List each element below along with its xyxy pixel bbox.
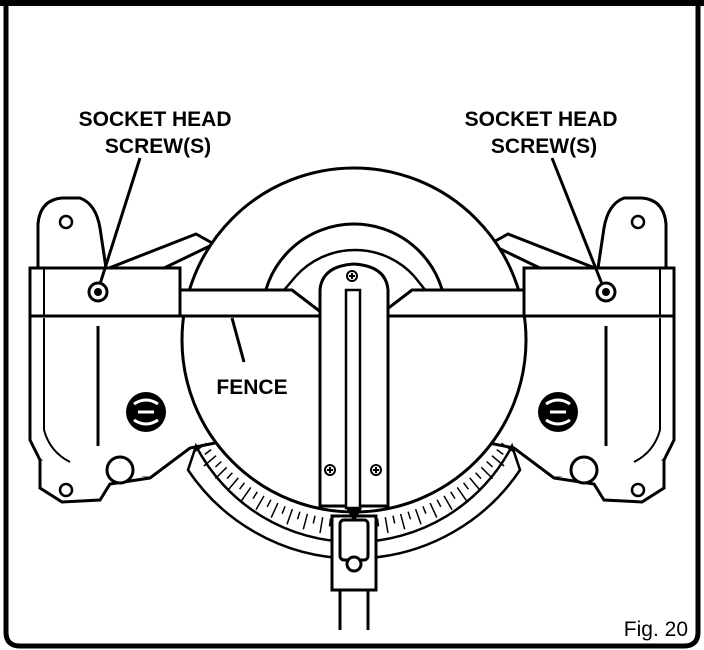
left-lock-knob [126,392,166,432]
scale-tick [203,455,217,467]
scale-tick [214,461,222,468]
fence-label: FENCE [216,376,287,399]
figure-caption: Fig. 20 [624,618,688,641]
scale-tick [286,508,294,525]
throat-plate-screws [324,270,382,476]
scale-tick [296,511,301,520]
scale-tick [266,499,272,508]
miter-scale-band [186,442,522,560]
left-screw-label: SOCKET HEAD SCREW(S) [79,108,238,158]
scale-tick [240,486,252,502]
rear-housing-arc-inner [295,248,415,277]
right-foot-hole-large [569,455,599,485]
left-rear-arm [103,232,218,272]
scale-tick [486,461,494,468]
miter-lock-handle [330,514,378,630]
right-screw-label-line2: SCREW(S) [491,135,597,158]
scale-tick [312,515,316,524]
scale-tick [376,518,380,527]
scale-tick [456,486,468,502]
left-foot-hole-small [58,482,74,498]
scale-tick [436,499,442,508]
scale-tick [204,449,212,455]
right-lock-knob [538,392,578,432]
scale-tick [496,449,504,455]
scale-tick [226,472,233,480]
scale-tick [392,515,396,524]
scale-tick [443,495,453,511]
right-screw-label: SOCKET HEAD SCREW(S) [465,108,624,158]
scale-tick [214,466,228,480]
right-socket-head-screw [595,281,617,303]
scale-tick [399,513,406,530]
scale-tick [270,502,279,518]
scale-tick [319,517,324,534]
scale-tick [475,472,482,480]
scale-tick [429,502,438,518]
scale-tick [500,442,516,454]
blade-slot [344,288,362,510]
scale-tick [422,506,427,514]
left-screw-label-line1: SOCKET HEAD [79,108,232,131]
left-foot-hole-large [105,455,135,485]
left-ear-hole [58,214,74,230]
scale-tick [463,482,469,490]
scale-tick [384,517,389,534]
right-foot-hole-small [630,482,646,498]
miter-scale [186,442,522,560]
figure-frame [3,0,701,649]
rear-housing-arc [260,222,448,317]
scale-tick [469,477,481,491]
right-ear [596,196,668,270]
scale-tick [491,455,505,467]
scale-tick [255,495,265,511]
left-ear [36,196,108,270]
fence-leader [230,317,246,363]
scale-pointer [346,508,362,522]
scale-tick [281,506,286,514]
scale-tick [239,482,245,490]
scale-tick [480,466,494,480]
left-screw-leader [98,157,142,285]
scale-tick [227,477,239,491]
scale-tick [414,508,422,525]
scale-tick [192,442,208,454]
right-screw-label-line1: SOCKET HEAD [465,108,618,131]
right-screw-leader [550,157,604,285]
right-ear-hole [630,214,646,230]
left-socket-head-screw [87,281,109,303]
scale-tick [252,491,258,500]
right-wing-inner-edge [633,318,661,463]
scale-tick [407,511,412,520]
left-screw-label-line2: SCREW(S) [105,135,211,158]
scale-tick [328,518,332,527]
left-wing-inner-edge [43,318,71,463]
scale-tick [302,513,309,530]
scale-tick [450,491,456,500]
